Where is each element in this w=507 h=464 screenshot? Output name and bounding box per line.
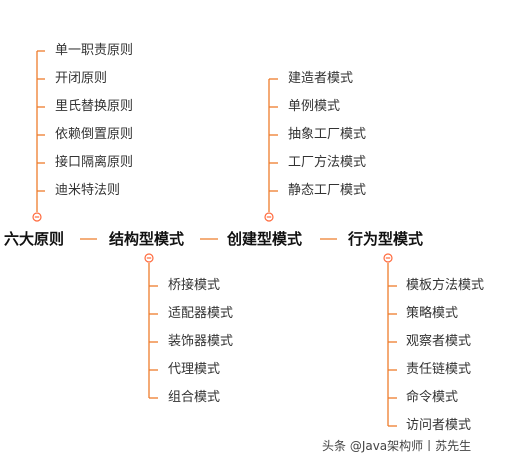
collapse-buttons <box>32 212 393 263</box>
collapse-button-behavioral[interactable] <box>383 253 393 263</box>
main-node-six-principles[interactable]: 六大原则 <box>4 230 65 248</box>
branch-item-structural[interactable]: 适配器模式 <box>168 306 234 321</box>
branch-item-behavioral[interactable]: 访问者模式 <box>406 418 472 433</box>
branch-item-behavioral[interactable]: 观察者模式 <box>406 334 472 349</box>
branch-item-principle[interactable]: 接口隔离原则 <box>55 155 134 170</box>
main-node-structural[interactable]: 结构型模式 <box>109 230 185 248</box>
watermark: 头条 @Java架构师丨苏先生 <box>322 439 472 453</box>
branch-item-structural[interactable]: 装饰器模式 <box>168 334 234 349</box>
branch-item-creational[interactable]: 抽象工厂模式 <box>288 127 367 142</box>
branch-item-principle[interactable]: 依赖倒置原则 <box>55 127 134 142</box>
branch-item-behavioral[interactable]: 责任链模式 <box>406 362 472 377</box>
branch-item-behavioral[interactable]: 模板方法模式 <box>406 278 485 293</box>
branch-lines <box>36 50 397 427</box>
branch-item-creational[interactable]: 工厂方法模式 <box>288 155 367 170</box>
collapse-button-structural[interactable] <box>144 253 154 263</box>
collapse-button-creational[interactable] <box>264 212 274 222</box>
branch-item-creational[interactable]: 建造者模式 <box>288 71 354 86</box>
main-node-behavioral[interactable]: 行为型模式 <box>348 230 424 248</box>
branch-item-structural[interactable]: 代理模式 <box>168 362 221 377</box>
branch-item-principle[interactable]: 开闭原则 <box>55 71 108 86</box>
main-node-creational[interactable]: 创建型模式 <box>227 230 303 248</box>
branch-item-creational[interactable]: 静态工厂模式 <box>288 183 367 198</box>
branch-item-principle[interactable]: 里氏替换原则 <box>55 99 134 114</box>
branch-item-creational[interactable]: 单例模式 <box>288 99 341 114</box>
branch-item-principle[interactable]: 迪米特法则 <box>55 183 121 198</box>
branch-item-behavioral[interactable]: 策略模式 <box>406 306 459 321</box>
branch-item-structural[interactable]: 组合模式 <box>168 390 221 405</box>
branch-item-principle[interactable]: 单一职责原则 <box>55 43 134 58</box>
branch-item-structural[interactable]: 桥接模式 <box>168 278 221 293</box>
collapse-button-principles[interactable] <box>32 212 42 222</box>
branch-item-behavioral[interactable]: 命令模式 <box>406 390 459 405</box>
